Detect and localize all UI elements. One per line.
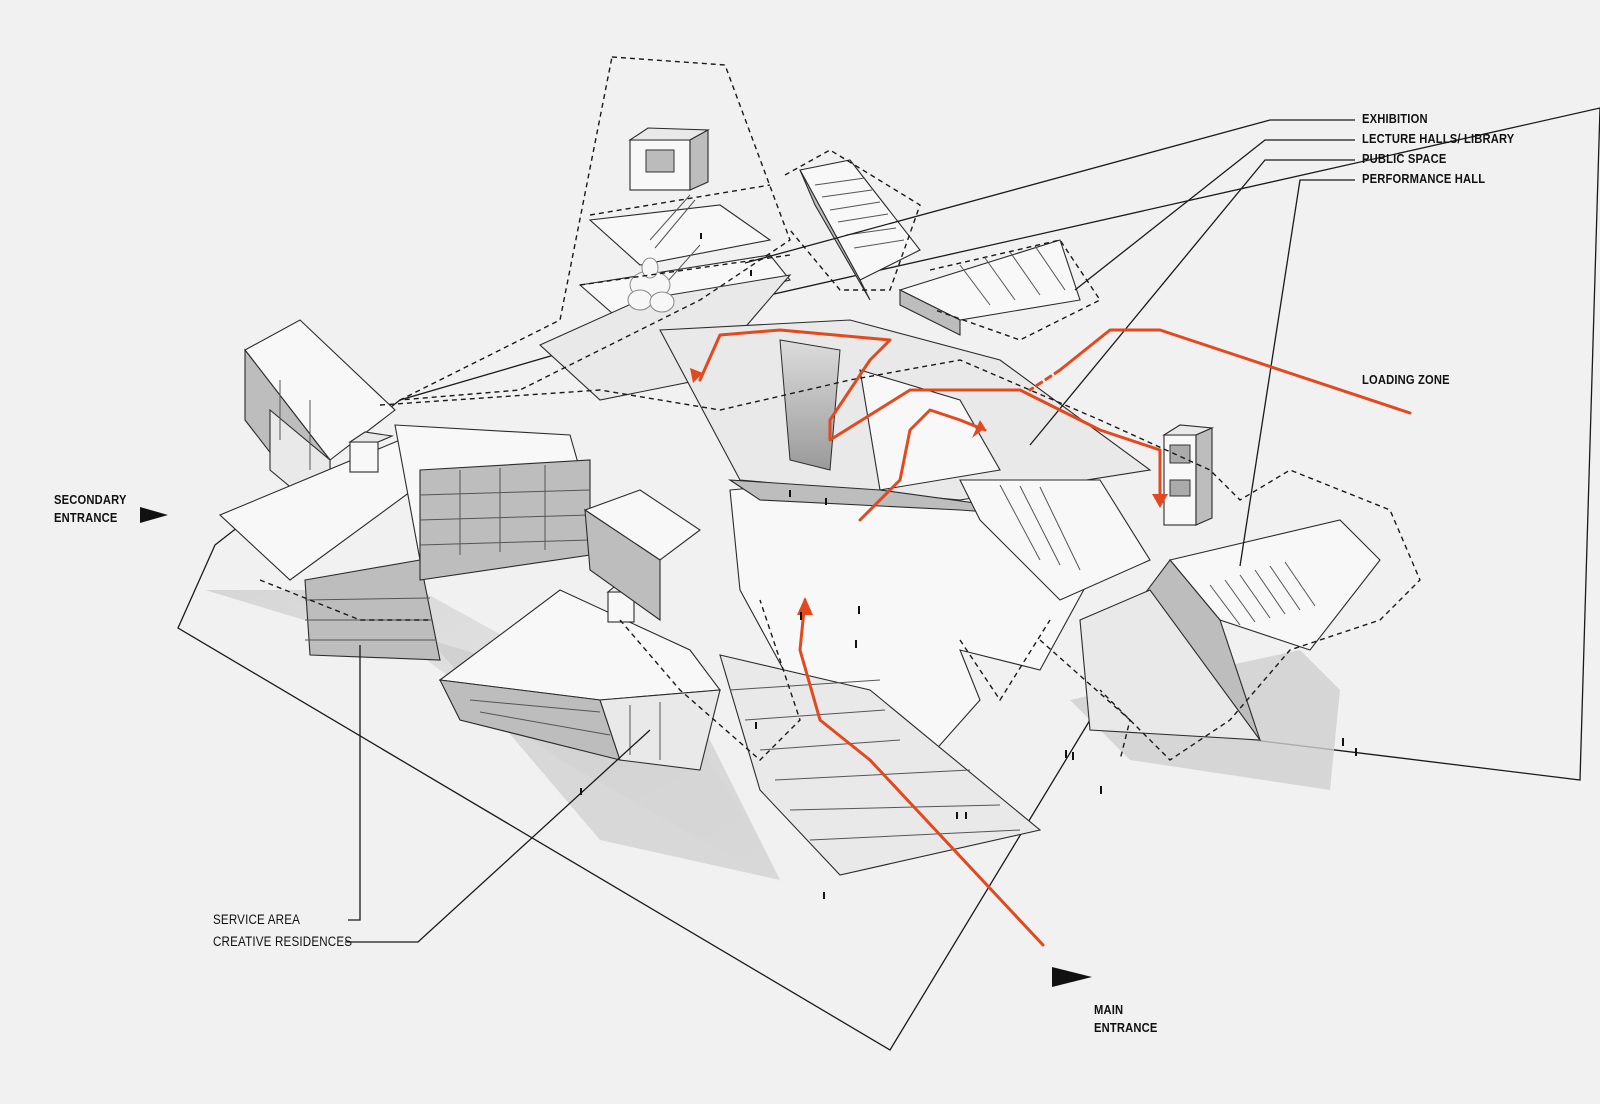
label-public-space: PUBLIC SPACE [1362,151,1447,166]
label-main-entrance-line2: ENTRANCE [1094,1020,1158,1035]
main-route [798,598,1045,947]
label-creative-residences: CREATIVE RESIDENCES [213,934,353,949]
label-performance-hall: PERFORMANCE HALL [1362,171,1486,186]
label-lecture-halls: LECTURE HALLS/ LIBRARY [1362,131,1515,146]
atrium-route-1 [858,408,987,522]
grand-stair [719,654,1042,876]
label-service-area: SERVICE AREA [213,912,301,927]
loading-route [1058,328,1412,415]
people-figures [580,233,1357,899]
label-loading-zone: LOADING ZONE [1362,372,1450,387]
lecture-halls-block [799,159,1081,336]
label-exhibition: EXHIBITION [1362,111,1428,126]
secondary-entrance-arrow [140,507,168,523]
label-main-entrance-line1: MAIN [1094,1002,1124,1017]
label-secondary-entrance-line1: SECONDARY [54,492,127,507]
dashed-outlines [259,56,1421,761]
loading-dash [1028,368,1062,392]
main-entrance-arrow [1052,967,1092,987]
ramp-lines [999,484,1081,571]
leader-lines [345,119,1355,943]
performance-hall-block [1079,424,1381,741]
loading-ramp [959,479,1151,601]
creative-residences-block [218,319,591,661]
atrium-route-2 [698,328,1162,502]
service-area-block [438,489,722,771]
circulation-routes [690,328,1412,947]
label-secondary-entrance-line2: ENTRANCE [54,510,118,525]
